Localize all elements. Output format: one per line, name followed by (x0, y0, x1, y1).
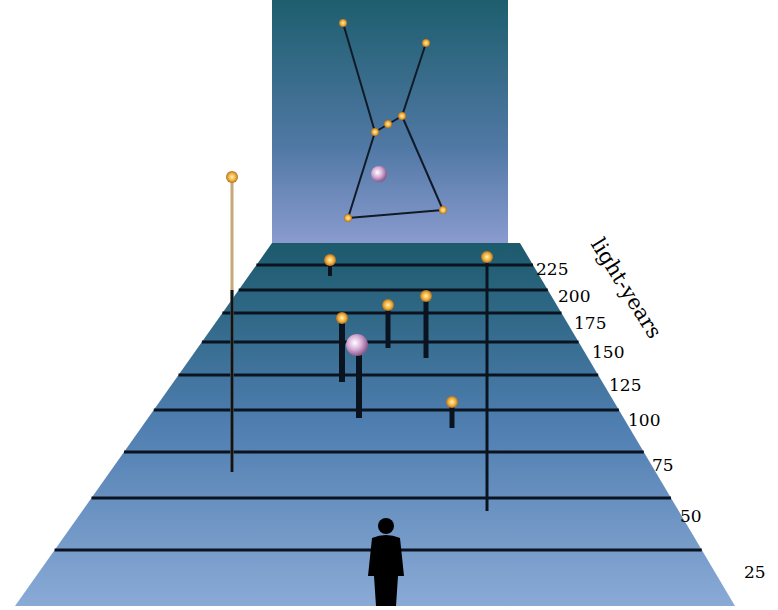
distance-lines (55, 265, 702, 550)
distance-label: 50 (680, 508, 702, 525)
constellation-lines (343, 23, 443, 218)
distance-line (179, 374, 599, 377)
distance-label: 100 (628, 412, 660, 429)
sky-panel (272, 0, 508, 243)
distance-label: 125 (609, 377, 641, 394)
distance-line (239, 289, 548, 292)
distance-label: 175 (574, 315, 606, 332)
distance-line (124, 451, 644, 454)
distance-label: 75 (652, 457, 674, 474)
distance-label: 200 (558, 288, 590, 305)
star-poles (226, 171, 493, 511)
distance-label: 150 (592, 344, 624, 361)
distance-label: 225 (536, 261, 568, 278)
distance-line (256, 264, 533, 267)
person-silhouette (368, 518, 404, 606)
distance-label: 25 (744, 564, 766, 581)
distance-line (222, 312, 561, 315)
constellation-stars (339, 19, 447, 222)
distance-line (154, 409, 619, 412)
distance-line (92, 497, 672, 500)
